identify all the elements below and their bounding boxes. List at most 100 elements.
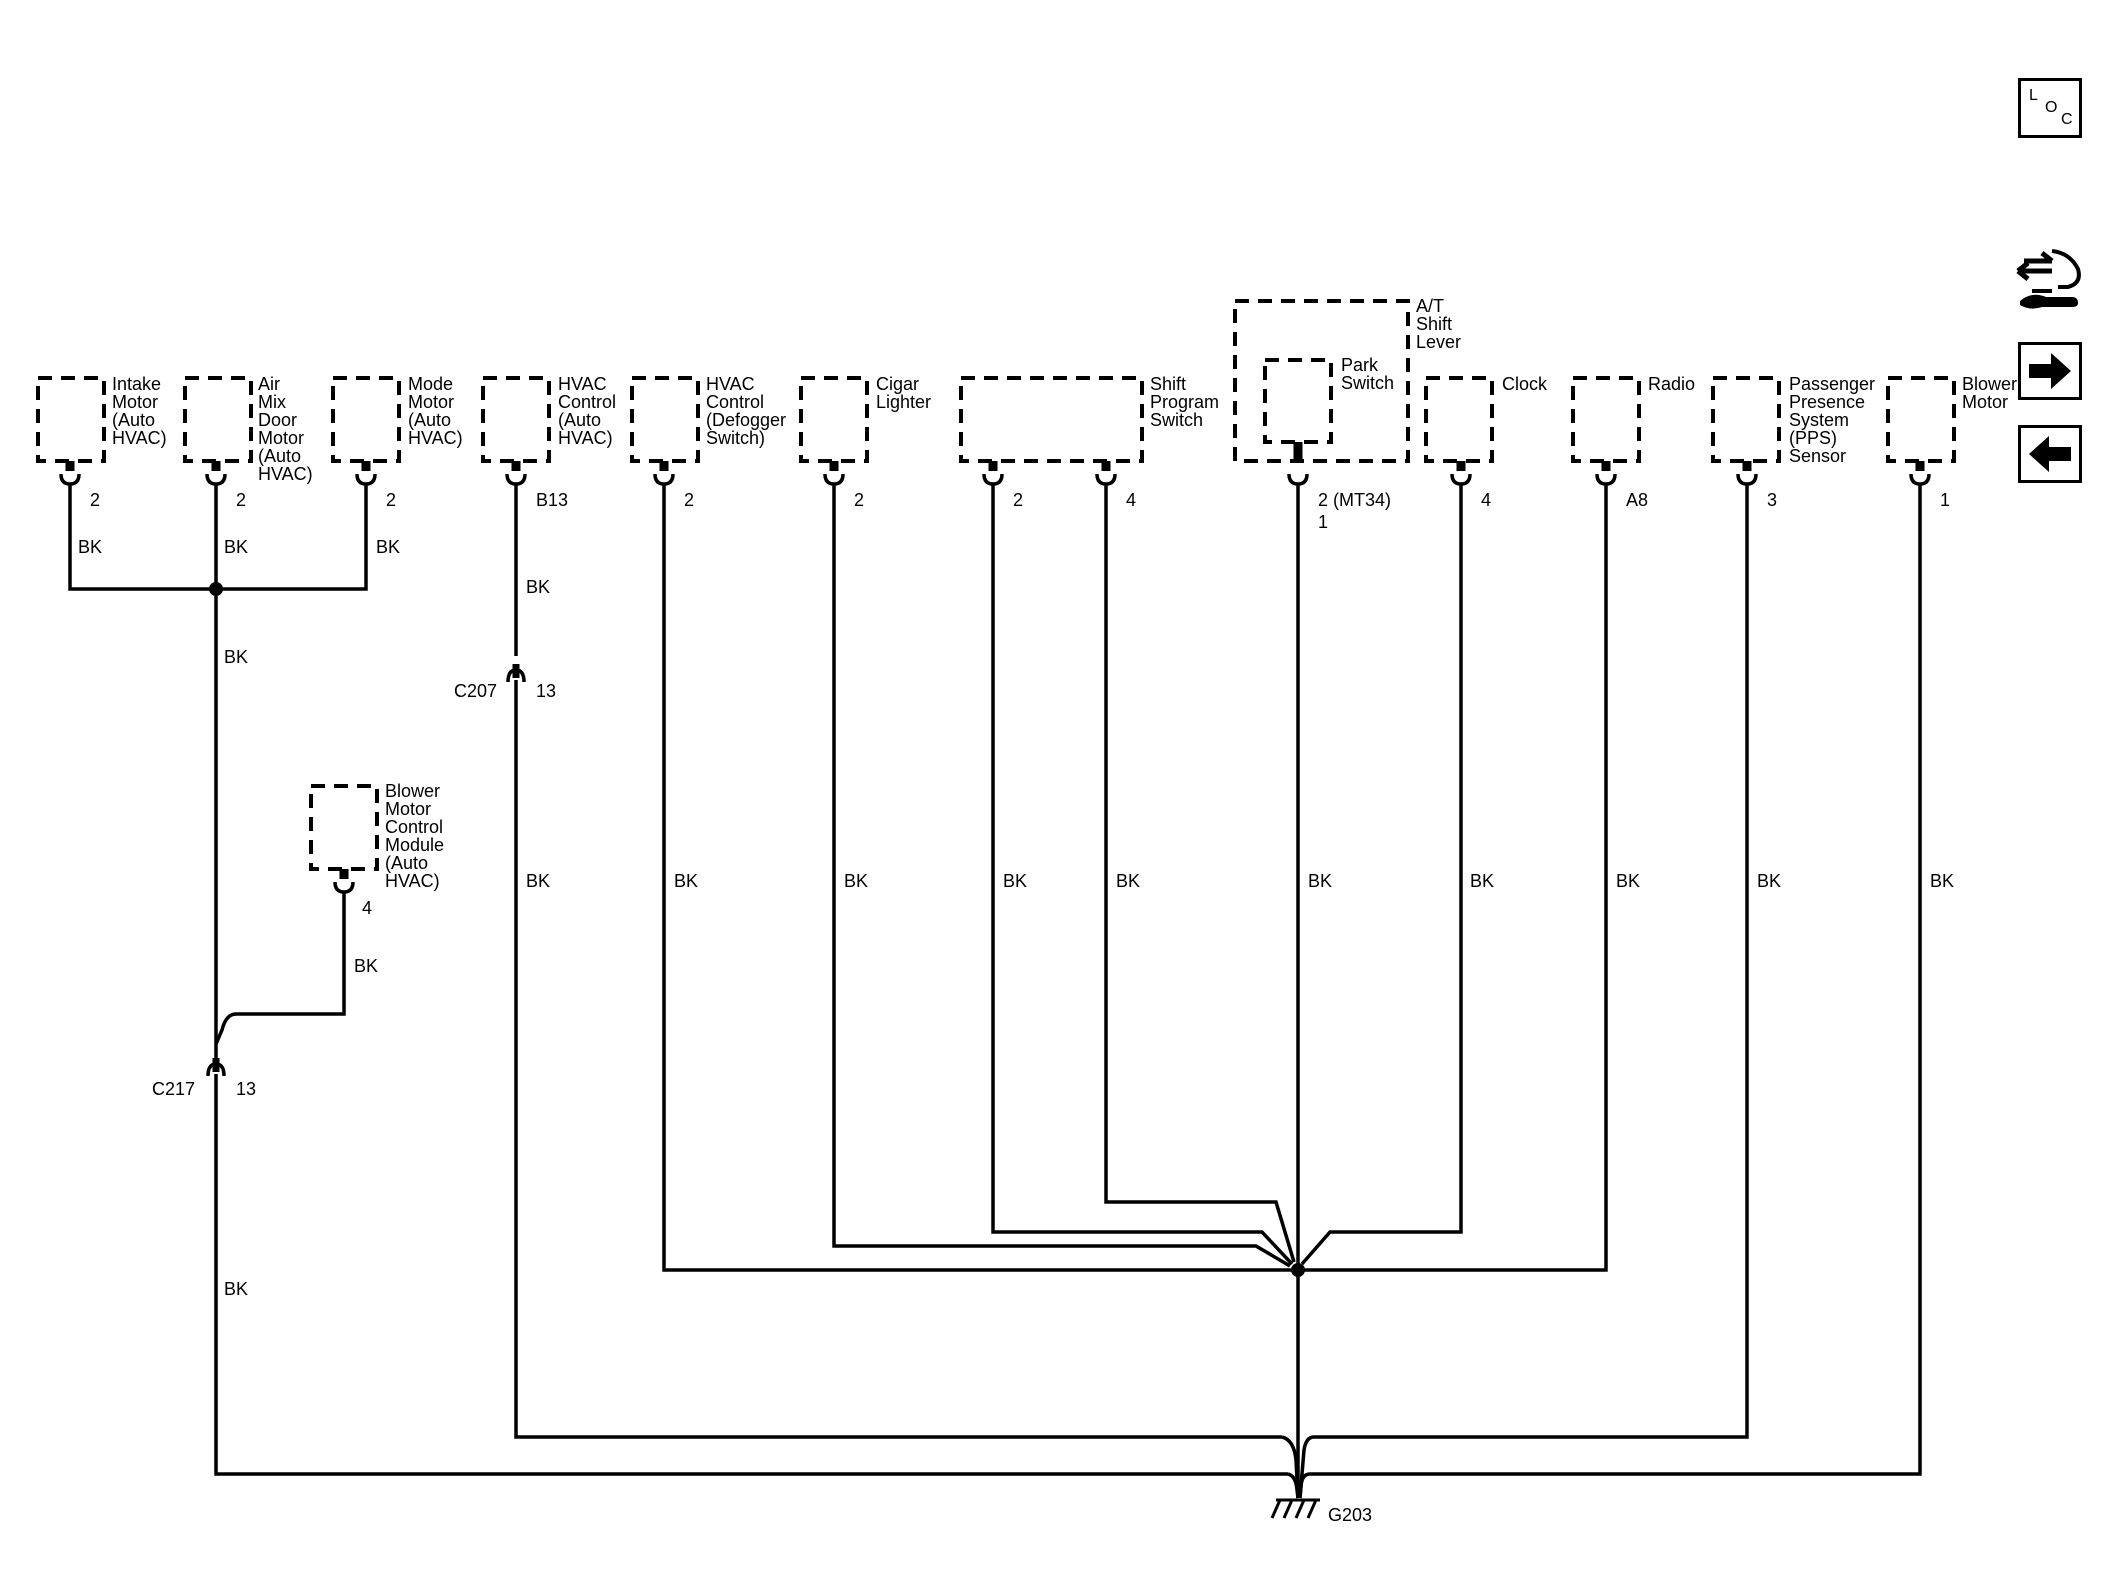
c217-name: C217	[152, 1079, 195, 1099]
shift-program-switch-pin: 4	[1126, 490, 1136, 510]
c207-name: C207	[454, 681, 497, 701]
wire-clock	[1300, 484, 1463, 1266]
wire-blower-module	[214, 892, 346, 1045]
intake-motor-box	[36, 376, 106, 463]
wire-color-label: BK	[1470, 871, 1494, 891]
cigar-lighter-connector	[823, 473, 845, 486]
park-switch-pin: 2 (MT34)	[1318, 490, 1391, 510]
previous-page-button[interactable]	[2018, 425, 2082, 483]
c207-pin: 13	[536, 681, 556, 701]
wire-shift-4	[1104, 484, 1296, 1263]
radio-box	[1571, 376, 1641, 463]
radio-connector	[1595, 473, 1617, 486]
blower-motor-pin: 1	[1940, 490, 1950, 510]
park-switch-box	[1263, 358, 1333, 444]
clock-connector	[1450, 473, 1472, 486]
wire-color-label: BK	[1003, 871, 1027, 891]
clock-name: Clock	[1502, 374, 1548, 394]
wire-defog	[662, 484, 1298, 1272]
ground-icon	[1270, 1498, 1320, 1519]
blower-module-box	[309, 784, 379, 871]
wire-pps	[1298, 484, 1749, 1499]
wire-color-label: BK	[1616, 871, 1640, 891]
blower-motor-box	[1886, 376, 1956, 463]
wire-color-label: BK	[376, 537, 400, 557]
wire-color-label: BK	[1116, 871, 1140, 891]
pps-sensor-box	[1711, 376, 1781, 463]
park-switch-connector	[1287, 473, 1309, 486]
radio-pin: A8	[1626, 490, 1648, 510]
wire-shift-2	[991, 484, 1294, 1266]
wire-color-label: BK	[674, 871, 698, 891]
next-page-button[interactable]	[2018, 342, 2082, 400]
wire-c217-to-ground	[214, 1074, 1288, 1476]
blower-module-connector	[333, 881, 355, 894]
clock-pin: 4	[1481, 490, 1491, 510]
service-info-icon[interactable]	[2012, 243, 2088, 315]
splice-left	[209, 582, 223, 596]
radio-name: Radio	[1648, 374, 1695, 394]
loc-letter-c: C	[2061, 111, 2073, 128]
shift-program-switch-pin: 2	[1013, 490, 1023, 510]
mode-motor-pin: 2	[386, 490, 396, 510]
wire-color-label: BK	[354, 956, 378, 976]
wire-color-label: BK	[224, 1279, 248, 1299]
intake-motor-connector	[59, 473, 81, 486]
park-switch-pin-sub: 1	[1318, 512, 1328, 532]
hvac-control-box	[481, 376, 551, 463]
wire-c207-to-ground	[514, 680, 1282, 1439]
c217-pin: 13	[236, 1079, 256, 1099]
hvac-defog-box	[630, 376, 700, 463]
wire-color-label: BK	[844, 871, 868, 891]
shift-program-switch-connector	[982, 473, 1004, 486]
location-view-button[interactable]: L O C	[2018, 78, 2082, 138]
wire-color-label: BK	[224, 537, 248, 557]
mode-motor-box	[331, 376, 401, 463]
hvac-defog-pin: 2	[684, 490, 694, 510]
wire-cigar	[832, 484, 1291, 1268]
loc-letter-l: L	[2029, 87, 2038, 104]
wire-intake-mode-splice	[68, 484, 368, 591]
blower-module-pin: 4	[362, 898, 372, 918]
air-mix-motor-connector	[205, 473, 227, 486]
arrow-right-icon	[2029, 353, 2071, 389]
blower-motor-connector	[1909, 473, 1931, 486]
mode-motor-connector	[355, 473, 377, 486]
wire-color-label: BK	[1308, 871, 1332, 891]
wire-radio	[1298, 484, 1608, 1272]
shift-program-switch-box	[959, 376, 1144, 463]
cigar-lighter-pin: 2	[854, 490, 864, 510]
hvac-defog-connector	[653, 473, 675, 486]
at-shift-lever-box	[1233, 299, 1410, 463]
loc-letter-o: O	[2045, 99, 2058, 116]
hvac-control-connector	[505, 473, 527, 486]
wire-color-label: BK	[224, 647, 248, 667]
cigar-lighter-box	[799, 376, 869, 463]
wire-color-label: BK	[78, 537, 102, 557]
wire-color-label: BK	[526, 871, 550, 891]
wire-color-label: BK	[1757, 871, 1781, 891]
wire-color-label: BK	[526, 577, 550, 597]
air-mix-motor-box	[183, 376, 253, 463]
clock-box	[1424, 376, 1494, 463]
splice-center	[1291, 1263, 1305, 1277]
wire-color-label: BK	[1930, 871, 1954, 891]
wire-c207-join	[1281, 1435, 1300, 1499]
wire-blower	[1298, 484, 1922, 1499]
intake-motor-pin: 2	[90, 490, 100, 510]
pps-sensor-pin: 3	[1767, 490, 1777, 510]
arrow-left-icon	[2029, 436, 2071, 472]
